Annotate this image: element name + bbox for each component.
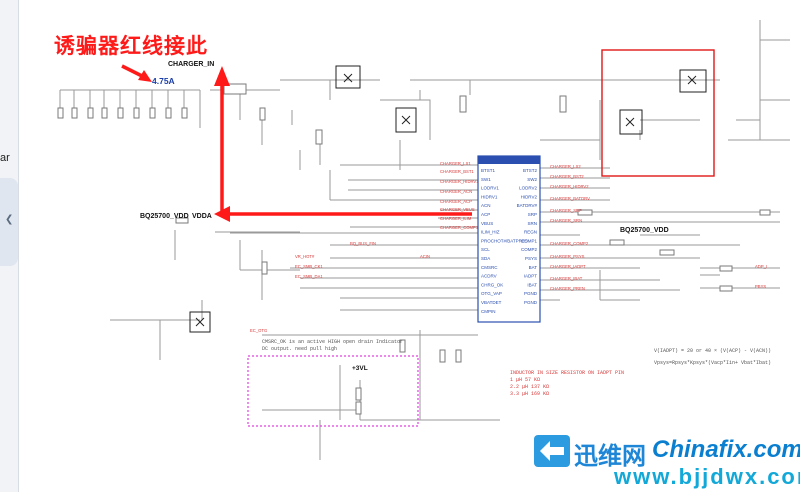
- ic-pin-left: SW1: [481, 177, 491, 182]
- ic-pin-left: LODRV1: [481, 186, 499, 191]
- bq25700-vdd-right-label: BQ25700_VDD: [620, 227, 669, 234]
- ic-pin-left: HIDRV1: [481, 194, 498, 199]
- net-label: CHARGER_BST2: [550, 174, 584, 179]
- vdda-label: VDDA: [192, 213, 212, 220]
- net-label: CHARGER_SRP: [550, 208, 582, 213]
- chinafix-logo-icon: [534, 435, 570, 467]
- highlight-box: [601, 49, 715, 177]
- net-label: CHARGER_ACN: [440, 189, 472, 194]
- dashed-subcircuit-box: [247, 355, 419, 427]
- net-label: BQ_BUS_FIN: [350, 241, 376, 246]
- net-label: CHARGER_COMP2: [550, 241, 589, 246]
- net-label: CHARGER_IBAT: [550, 276, 583, 281]
- ic-pin-left: PROCHOT#/BATPRES: [481, 238, 528, 243]
- cmsrc-note: CMSRC_OK is an active HIGH open drain In…: [262, 339, 403, 345]
- net-label: EC_SMB_CK1: [295, 264, 323, 269]
- ic-pin-left: OTG_VAP: [481, 291, 502, 296]
- ic-pin-right: HIDRV2: [521, 194, 538, 199]
- annotation-note: 诱骗器红线接此: [54, 34, 208, 58]
- ic-pin-right: BAT: [529, 265, 538, 270]
- sidebar-partial-label: ar: [0, 152, 10, 164]
- ic-pin-right: BATDRV#: [517, 203, 538, 208]
- vin-formula-note: V(IADPT) = 20 or 40 × (V(ACP) - V(ACN)): [654, 348, 771, 354]
- inductor-note-title: INDUCTOR IN SIZE RESISTOR ON IADPT PIN: [510, 370, 624, 376]
- ic-pin-left: CMSRC: [481, 265, 498, 270]
- dc-output-note: DC output. need pull high: [262, 346, 337, 352]
- annotation-arrows: [121, 64, 472, 222]
- ic-pin-right: IBAT: [527, 282, 537, 287]
- inductor-note-3: 3.3 μH 169 KΩ: [510, 391, 549, 397]
- net-label: CHARGER_HIDRV2: [550, 184, 589, 189]
- ic-pin-left: ACP: [481, 212, 490, 217]
- net-label: CHARGER_IADPT: [550, 264, 586, 269]
- mosfets: [189, 65, 707, 333]
- ic-pin-left: CHRG_OK: [481, 282, 503, 287]
- bq25700-vdd-left-label: BQ25700_VDD: [140, 213, 189, 220]
- ic-pin-left: SCL: [481, 247, 490, 252]
- ic-pin-right: SRN: [527, 221, 537, 226]
- inductor-note-2: 2.2 μH 137 KΩ: [510, 384, 549, 390]
- ic-pin-right: COMP2: [521, 247, 538, 252]
- plus3vl-label: +3VL: [352, 365, 368, 372]
- ic-pin-left: ILIM_HIZ: [481, 230, 500, 235]
- ic-pin-right: PSYS: [525, 256, 537, 261]
- net-labels: CHARGER_LX1CHARGER_BST1CHARGER_HIDRV1CHA…: [250, 161, 767, 333]
- net-label: EC_SMB_DA1: [295, 274, 323, 279]
- ic-pin-left: BTST1: [481, 168, 496, 173]
- net-label: CHARGER_LX1: [440, 161, 471, 166]
- net-label: CHARGER_BATDRV: [550, 196, 590, 201]
- ic-pin-right: LODRV2: [519, 186, 537, 191]
- net-label: ADP_I: [755, 264, 767, 269]
- psys-formula-note: Vpsys=Rpsys*Kpsys*(Vacp*Iin+ Vbat*Ibat): [654, 360, 771, 366]
- net-label: CHARGER_LX2: [550, 164, 581, 169]
- ic-pin-right: SW2: [527, 177, 537, 182]
- ic-pin-left: ACN: [481, 203, 491, 208]
- sidebar-collapse-tab[interactable]: [0, 178, 18, 266]
- ic-pin-right: COMP1: [521, 238, 538, 243]
- net-label: CHARGER_VBUS: [440, 207, 475, 212]
- net-label: EC_OTG: [250, 328, 267, 333]
- net-label: VR_HOT#: [295, 254, 315, 259]
- ic-pin-right: REGN: [524, 230, 537, 235]
- net-label: ACIN: [420, 254, 430, 259]
- ic-pin-right: BTST2: [523, 168, 538, 173]
- chevron-left-icon[interactable]: ❮: [5, 214, 14, 225]
- watermark-cn: 迅维网: [574, 442, 646, 470]
- ic-pin-left: CMPIN: [481, 309, 496, 314]
- inductor-note-1: 1 μH 57 KΩ: [510, 377, 540, 383]
- ic-pin-left: SDA: [481, 256, 490, 261]
- current-value-label: 4.75A: [152, 76, 175, 86]
- ic-pin-right: PGND: [524, 300, 538, 305]
- watermark-en: Chinafix.com: [652, 436, 800, 463]
- net-label: PBYS: [755, 284, 766, 289]
- net-label: CHARGER_HIDRV1: [440, 179, 479, 184]
- ic-pin-right: PGND: [524, 291, 538, 296]
- schematic-wires: [59, 20, 790, 460]
- watermark-url: www.bjjdwx.com: [614, 464, 800, 489]
- net-label: CHARGER_ACP: [440, 199, 472, 204]
- ic-pin-left: ACDRV: [481, 274, 497, 279]
- ic-pin-left: VBATDET: [481, 300, 502, 305]
- passive-components: [57, 83, 771, 415]
- net-label: CHARGER_ILIM: [440, 216, 472, 221]
- charger-ic: [477, 155, 541, 323]
- ic-pin-right: IADPT: [524, 274, 538, 279]
- ic-pin-left: VBUS: [481, 221, 493, 226]
- ic-pin-right: SRP: [528, 212, 537, 217]
- charger-in-label: CHARGER_IN: [168, 61, 214, 68]
- net-label: CHARGER_COMP1: [440, 225, 479, 230]
- net-label: CHARGER_PSYS: [550, 254, 585, 259]
- net-label: CHARGER_BST1: [440, 169, 474, 174]
- watermark: 迅维网 Chinafix.com www.bjjdwx.com: [520, 428, 800, 492]
- net-label: CHARGER_PREN: [550, 286, 585, 291]
- net-label: CHARGER_SRN: [550, 218, 582, 223]
